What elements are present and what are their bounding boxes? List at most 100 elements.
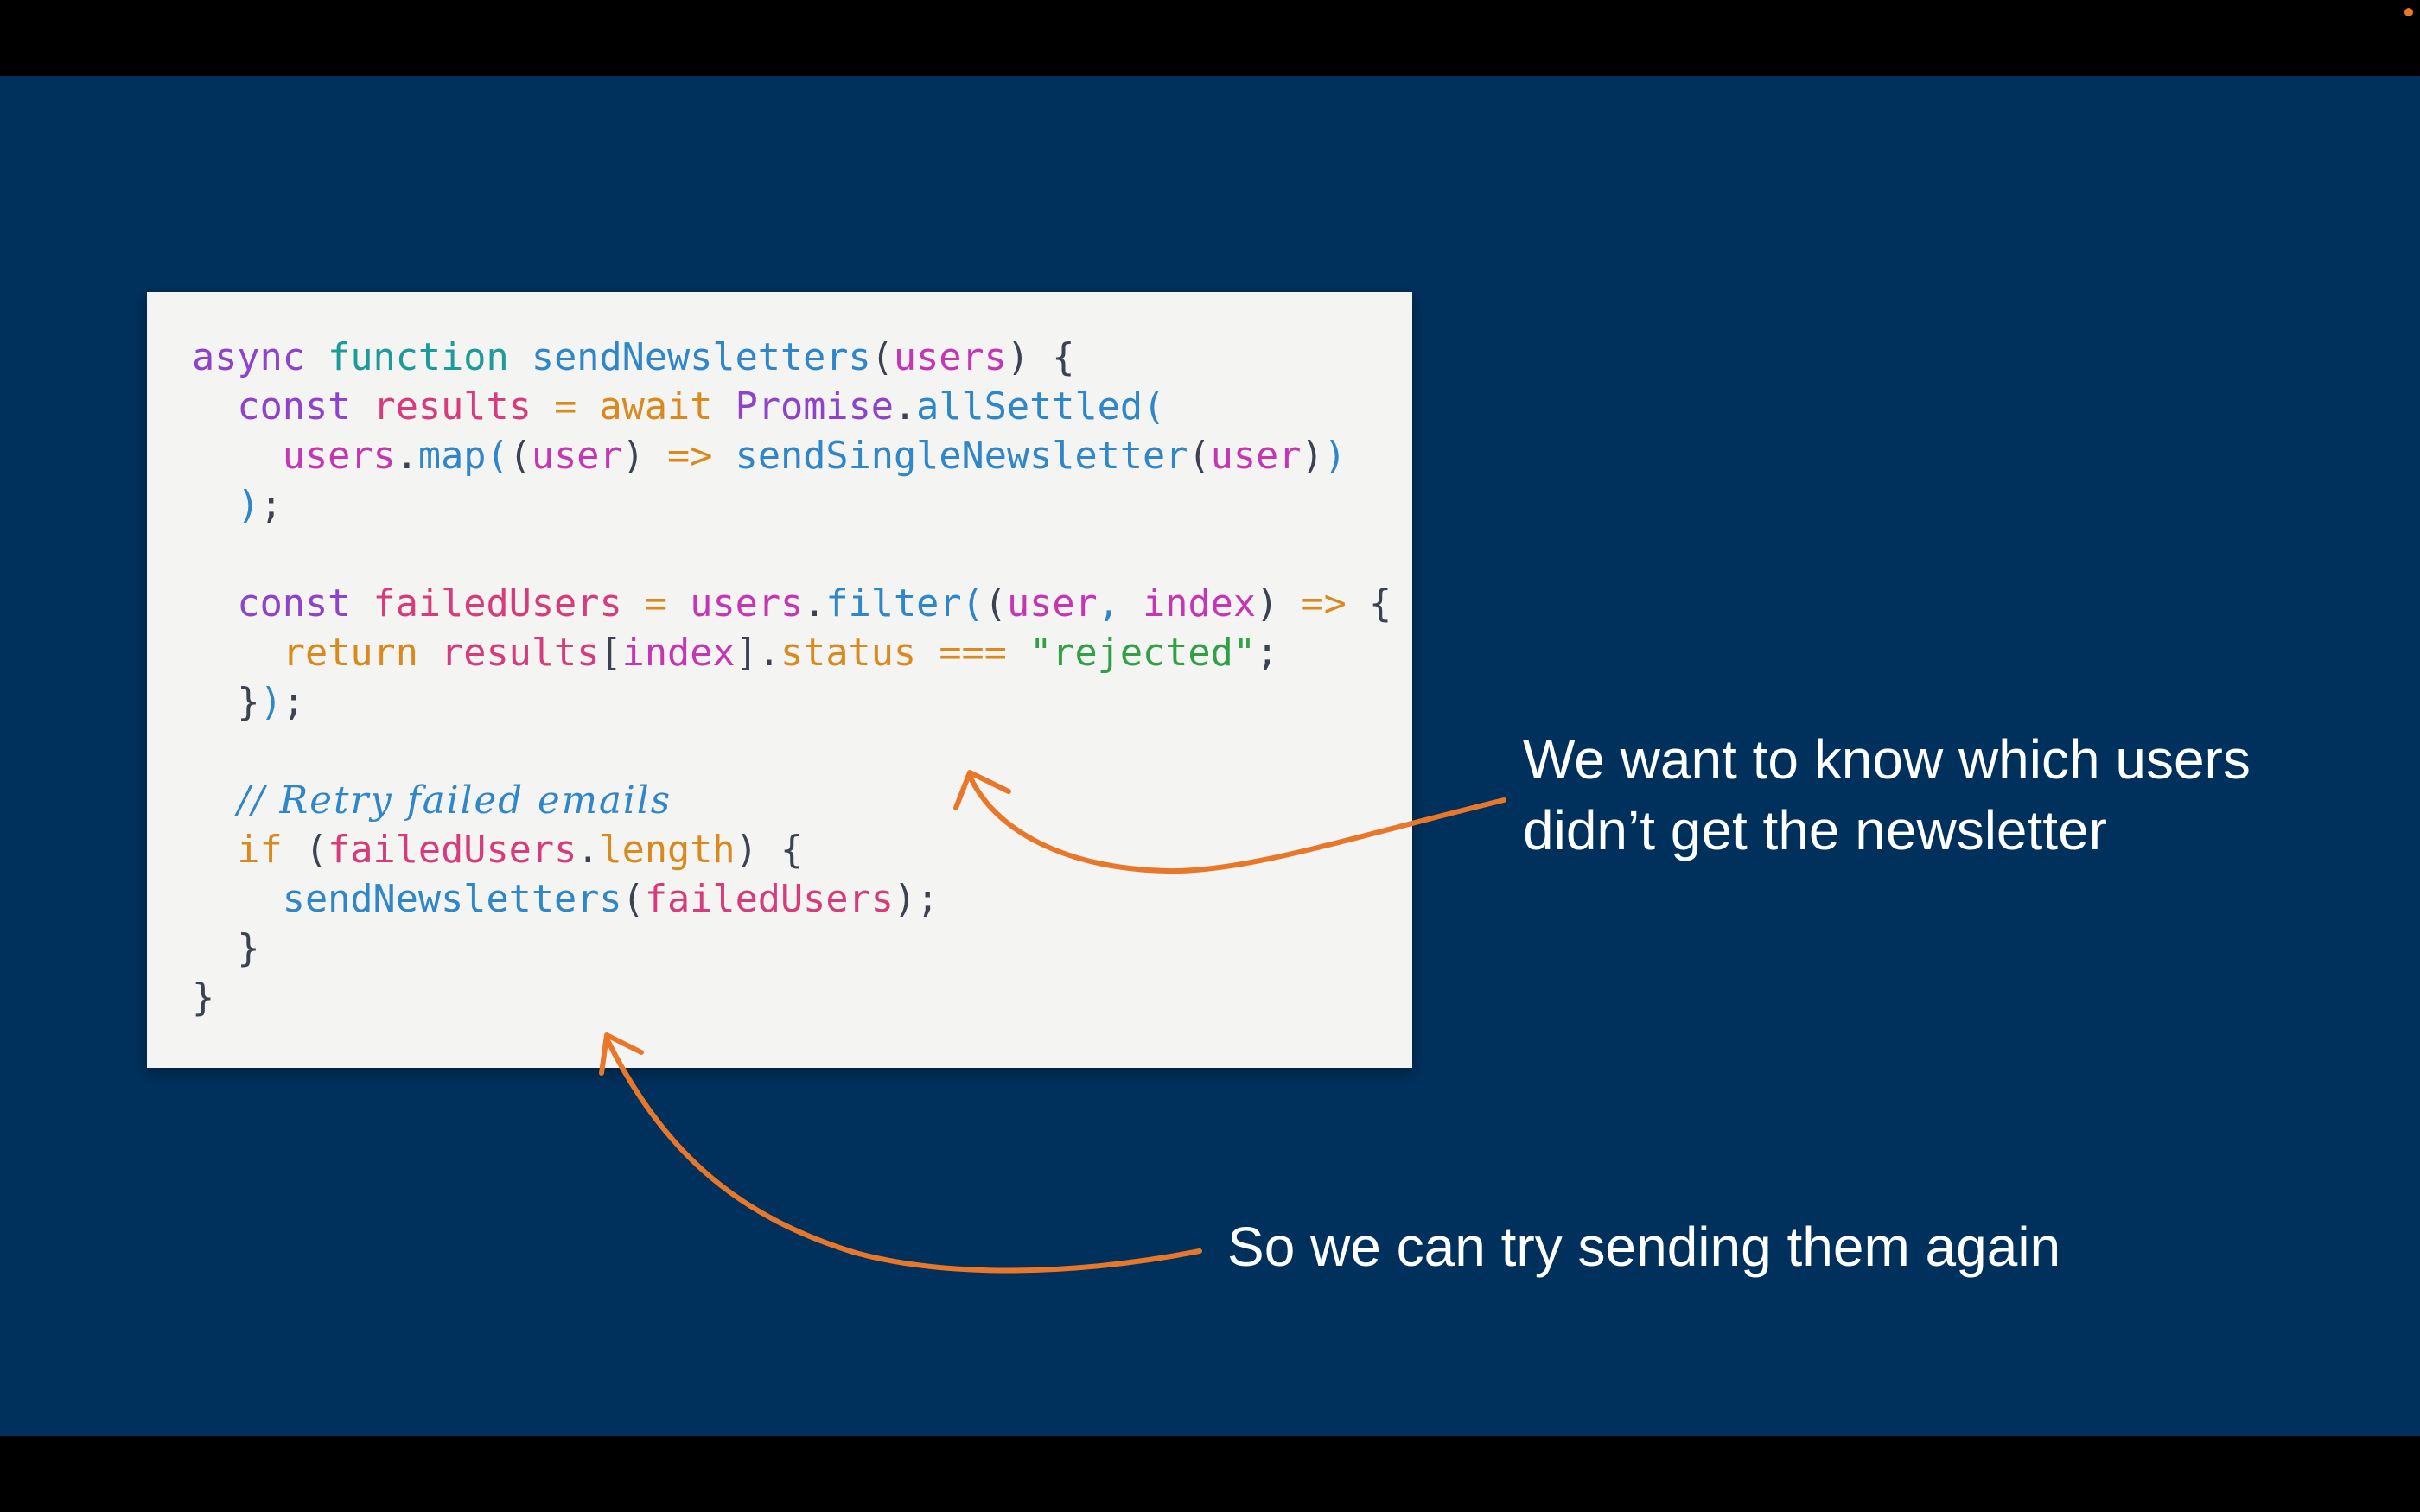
code-token xyxy=(350,582,373,626)
code-token xyxy=(712,385,735,429)
bottom-letterbox-bar xyxy=(0,1436,2420,1512)
code-token: ( xyxy=(621,878,645,921)
code-token xyxy=(192,632,283,675)
code-token: user xyxy=(1006,582,1098,626)
code-token: . xyxy=(893,385,917,429)
code-token: ) xyxy=(1323,435,1347,478)
code-token: failedUsers xyxy=(328,829,577,872)
code-card: async function sendNewsletters(users) { … xyxy=(147,292,1412,1068)
code-token: failedUsers xyxy=(644,878,894,921)
code-token: [ xyxy=(599,632,622,675)
code-token: . xyxy=(576,829,600,872)
code-token: = xyxy=(554,385,577,429)
code-token: filter( xyxy=(825,582,984,626)
code-token: } xyxy=(192,976,215,1020)
code-token: user xyxy=(531,435,622,478)
code-token: . xyxy=(395,435,418,478)
code-token xyxy=(305,336,328,379)
code-token xyxy=(192,385,237,429)
code-token: ) xyxy=(621,435,668,478)
code-token xyxy=(192,533,214,576)
code-line: if (failedUsers.length) { xyxy=(192,826,1392,875)
code-token xyxy=(712,435,735,478)
code-line: users.map((user) => sendSingleNewsletter… xyxy=(192,432,1392,481)
code-token: } xyxy=(192,681,260,724)
code-token xyxy=(509,336,532,379)
code-line: }); xyxy=(192,678,1392,727)
code-token: map( xyxy=(417,435,509,478)
code-token xyxy=(192,730,214,773)
code-token: user xyxy=(1210,435,1302,478)
code-token: "rejected" xyxy=(1029,632,1257,675)
code-token: ]. xyxy=(735,632,780,675)
code-token: const xyxy=(237,385,351,429)
code-token: ) xyxy=(237,484,260,527)
code-token: allSettled( xyxy=(916,385,1166,429)
code-token: ; xyxy=(282,681,305,724)
code-token: ; xyxy=(1256,632,1279,675)
code-token xyxy=(192,582,237,626)
code-token: } xyxy=(192,927,260,970)
code-line: async function sendNewsletters(users) { xyxy=(192,334,1392,383)
code-token xyxy=(350,385,373,429)
code-token: async xyxy=(192,336,305,379)
annotation-line: We want to know which users xyxy=(1523,728,2251,791)
code-token: const xyxy=(237,582,351,626)
code-token: sendSingleNewsletter xyxy=(735,435,1188,478)
code-token xyxy=(916,632,939,675)
code-token xyxy=(192,878,283,921)
code-line xyxy=(192,530,1392,580)
code-token xyxy=(192,435,283,478)
code-token: ( xyxy=(282,829,328,872)
top-letterbox-bar xyxy=(0,0,2420,76)
code-token: ) xyxy=(259,681,283,724)
code-token xyxy=(192,484,237,527)
code-token: results xyxy=(441,632,600,675)
code-line: ); xyxy=(192,481,1392,530)
code-token: ( xyxy=(1188,435,1211,478)
code-line xyxy=(192,727,1392,777)
code-token: => xyxy=(667,435,713,478)
code-token: sendNewsletters xyxy=(282,878,622,921)
code-token: status xyxy=(780,632,917,675)
annotation-retry: So we can try sending them again xyxy=(1227,1216,2061,1278)
code-token xyxy=(1007,632,1029,675)
code-token: return xyxy=(282,632,418,675)
code-token: if xyxy=(237,829,283,872)
code-line: } xyxy=(192,924,1392,974)
code-token: { xyxy=(1346,582,1392,626)
code-token: ( xyxy=(870,336,894,379)
code-token: ; xyxy=(259,484,283,527)
code-line: sendNewsletters(failedUsers); xyxy=(192,875,1392,924)
code-token: ( xyxy=(508,435,532,478)
annotation-line: didn’t get the newsletter xyxy=(1523,799,2107,861)
code-line: return results[index].status === "reject… xyxy=(192,629,1392,678)
code-token: await xyxy=(599,385,713,429)
code-token: length xyxy=(599,829,736,872)
code-token: failedUsers xyxy=(373,582,622,626)
code-token: users xyxy=(893,336,1007,379)
code-comment: // Retry failed emails xyxy=(237,779,672,823)
code-token xyxy=(418,632,441,675)
code-token: ); xyxy=(893,878,939,921)
code-token xyxy=(667,582,690,626)
code-token: function xyxy=(328,336,509,379)
code-token: ( xyxy=(984,582,1007,626)
code-token: ) xyxy=(1301,435,1324,478)
code-token: index xyxy=(621,632,736,675)
code-token: === xyxy=(939,632,1007,675)
code-token xyxy=(192,829,237,872)
code-token: = xyxy=(644,582,668,626)
code-block: async function sendNewsletters(users) { … xyxy=(192,334,1392,1023)
code-line: const results = await Promise.allSettled… xyxy=(192,383,1392,432)
code-token: results xyxy=(373,385,532,429)
code-token: users xyxy=(690,582,804,626)
code-token: ) xyxy=(1256,582,1302,626)
code-token: index xyxy=(1143,582,1257,626)
code-token: => xyxy=(1301,582,1347,626)
code-line: // Retry failed emails xyxy=(192,777,1392,826)
code-token: ) { xyxy=(735,829,804,872)
code-token xyxy=(192,779,237,823)
code-token: ) { xyxy=(1006,336,1075,379)
